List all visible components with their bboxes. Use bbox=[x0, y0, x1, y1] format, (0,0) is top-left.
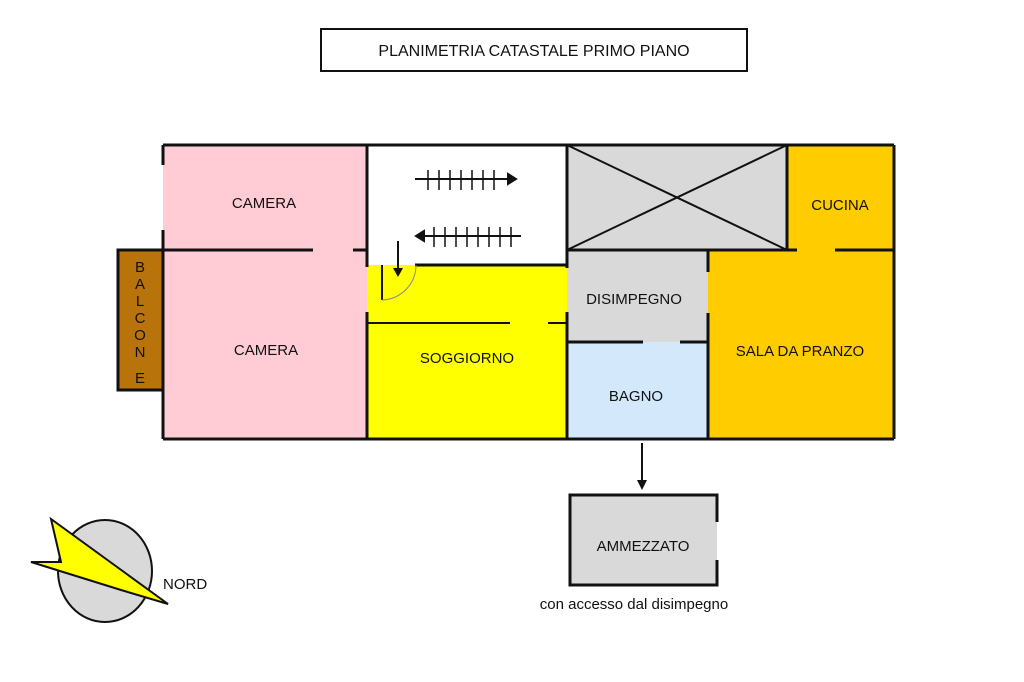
label-disimpegno: DISIMPEGNO bbox=[586, 291, 682, 308]
svg-text:O: O bbox=[134, 327, 146, 344]
room-camera-top bbox=[163, 145, 367, 250]
label-camera-bottom: CAMERA bbox=[234, 342, 298, 359]
compass-label: NORD bbox=[163, 576, 207, 593]
label-soggiorno: SOGGIORNO bbox=[420, 350, 514, 367]
svg-text:N: N bbox=[135, 344, 146, 361]
label-camera-top: CAMERA bbox=[232, 195, 296, 212]
title-box: PLANIMETRIA CATASTALE PRIMO PIANO bbox=[320, 28, 748, 72]
stairs-up-arrow bbox=[415, 170, 518, 190]
svg-text:E: E bbox=[135, 370, 145, 387]
room-ammezzato: AMMEZZATO bbox=[568, 493, 719, 587]
ammezzato-caption: con accesso dal disimpegno bbox=[540, 596, 728, 613]
page-title: PLANIMETRIA CATASTALE PRIMO PIANO bbox=[378, 43, 689, 60]
svg-text:A: A bbox=[135, 276, 145, 293]
room-bagno bbox=[567, 342, 708, 439]
stairs-down-arrow bbox=[414, 227, 521, 247]
room-camera-bottom bbox=[163, 250, 367, 439]
label-sala-da-pranzo: SALA DA PRANZO bbox=[736, 343, 864, 360]
void-cross bbox=[566, 144, 788, 251]
room-cucina bbox=[787, 145, 894, 250]
label-bagno: BAGNO bbox=[609, 388, 663, 405]
stairs-entry-arrow bbox=[393, 241, 403, 277]
room-disimpegno bbox=[567, 250, 708, 342]
door-swing bbox=[381, 264, 417, 301]
svg-text:L: L bbox=[136, 293, 144, 310]
svg-text:C: C bbox=[135, 310, 146, 327]
room-sala-da-pranzo bbox=[708, 250, 894, 439]
room-balcone bbox=[116, 248, 165, 392]
label-cucina: CUCINA bbox=[811, 197, 869, 214]
compass-icon: NORD bbox=[30, 516, 207, 623]
label-balcone: B A L C O N E bbox=[134, 259, 146, 387]
svg-text:B: B bbox=[135, 259, 145, 276]
ammezzato-arrow bbox=[637, 443, 647, 490]
label-ammezzato: AMMEZZATO bbox=[597, 538, 690, 555]
walls bbox=[161, 143, 896, 441]
